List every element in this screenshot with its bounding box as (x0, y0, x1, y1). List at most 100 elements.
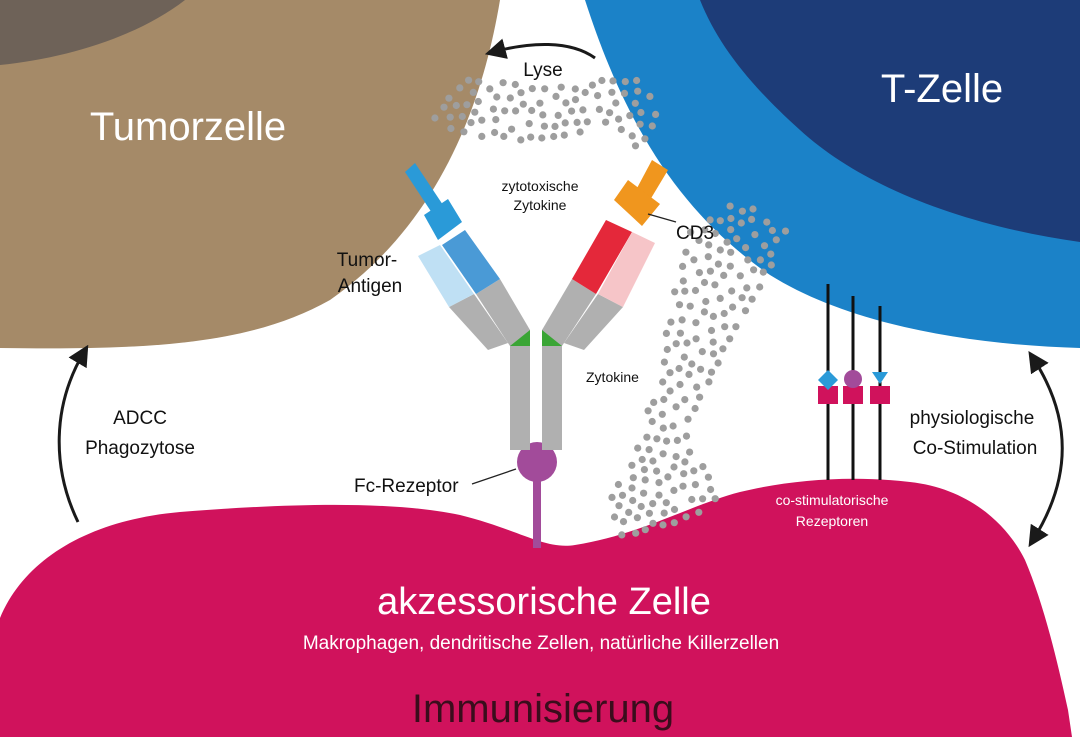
receptor-2 (843, 386, 863, 404)
cytokine-dot (615, 115, 623, 123)
cytokine-dot (554, 111, 562, 119)
cytokine-dot (645, 509, 654, 517)
cytokine-dot (634, 87, 642, 95)
cytokine-dot (767, 261, 775, 269)
cytokine-dot (688, 360, 696, 368)
cd3-receptor (614, 160, 668, 226)
cytokine-dot (640, 489, 648, 497)
cytokine-dot (714, 359, 722, 367)
cytokine-dot (691, 481, 700, 489)
cytokine-dot (660, 358, 669, 366)
tumor-cell-dark-region (0, 0, 185, 65)
cytokine-dot (751, 231, 759, 239)
cytokine-dot (489, 105, 497, 113)
cytokine-dot (737, 219, 745, 227)
cd3-label: CD3 (676, 223, 714, 244)
cytokine-dot (726, 202, 734, 210)
cytokine-dot (492, 116, 500, 124)
co-stimulatory-receptors-label-line1: co-stimulatorische (776, 492, 889, 508)
tumor-antigen-label-line1: Tumor- (337, 250, 398, 271)
receptor-3 (870, 386, 890, 404)
cytokine-dot (649, 519, 657, 527)
cytokine-dot (551, 122, 559, 130)
cytokine-dot (688, 495, 696, 504)
cytokine-dot (756, 283, 764, 291)
cytokine-dot (772, 236, 780, 244)
cytokine-dot (767, 250, 775, 258)
cytokine-dot (612, 99, 620, 107)
co-stimulation-arrow (1028, 350, 1064, 548)
cytokine-dot (617, 125, 625, 134)
cytokine-dot (643, 433, 651, 441)
cytokine-dot (716, 246, 724, 254)
cytokine-dot (721, 323, 729, 331)
left-light-chain-variable (418, 245, 474, 307)
immunization-title: Immunisierung (412, 687, 674, 731)
cytokine-dot (637, 108, 645, 117)
cytokine-dot (478, 116, 486, 124)
cytokine-dot (659, 450, 667, 458)
cytokine-dot (440, 103, 448, 111)
cytokine-dot (445, 94, 453, 102)
cytokine-dot (700, 278, 709, 287)
cytokine-dot (568, 107, 576, 115)
cytokine-dot (682, 432, 691, 440)
cytokine-dot (692, 319, 700, 327)
cytokine-dot (671, 288, 679, 296)
cytokine-dot (704, 473, 713, 481)
cytokine-dot (631, 99, 639, 107)
cytokine-dot (636, 120, 644, 128)
cytokine-dot (756, 256, 765, 264)
cytokine-dot (460, 128, 468, 136)
cytokine-dot (628, 461, 636, 469)
cytokine-dot (709, 338, 717, 346)
cytokine-dot (645, 446, 653, 454)
cd3-leader-line (647, 213, 677, 223)
cytokine-dot (511, 80, 519, 89)
cytokine-dot (628, 132, 636, 140)
t-cell-label: T-Zelle (881, 67, 1003, 111)
cytokine-dot (699, 495, 707, 503)
cytokine-dot (644, 407, 652, 415)
cytokine-dot (727, 248, 735, 256)
cytokine-dot (691, 404, 699, 413)
cytokine-dot (467, 119, 475, 127)
cytokine-dot (493, 93, 501, 101)
cytokine-dot (576, 128, 584, 136)
cytokine-dot (679, 277, 687, 285)
cytokine-dot (670, 505, 679, 514)
cytokine-dot (621, 78, 629, 86)
cytokine-dot (763, 218, 771, 226)
cytokine-dot (491, 128, 499, 137)
adcc-label-line1: ADCC (113, 408, 167, 429)
cytokine-dot (655, 491, 663, 499)
cytotoxic-cytokine-dots (431, 76, 660, 150)
cytokine-dot (666, 369, 674, 377)
cytokine-dot (680, 470, 688, 478)
cytokine-dot (704, 253, 712, 261)
cytokine-dot (633, 76, 641, 85)
fc-receptor (517, 442, 557, 548)
left-light-chain-constant (449, 294, 508, 350)
cytokine-dot (583, 118, 591, 126)
cytokine-dot (690, 467, 698, 475)
cytokine-dot (716, 217, 724, 225)
cytokine-dot (594, 92, 602, 100)
cytokine-dot (738, 294, 746, 302)
cytokine-dot (676, 380, 684, 389)
receptor-3-ligand (872, 372, 888, 384)
left-heavy-chain-constant (476, 279, 530, 346)
cytokine-dot (714, 260, 723, 268)
cytokine-dot (667, 318, 675, 326)
cytokine-dot (696, 393, 704, 401)
cytokine-dot (672, 453, 680, 461)
cytokine-dot (560, 131, 568, 139)
cytokine-dot (702, 297, 710, 306)
cytokine-dot (552, 92, 560, 100)
cytokine-dot (760, 242, 769, 250)
bispecific-antibody (418, 220, 655, 450)
cytokine-dot (640, 466, 649, 474)
cytokine-dot (781, 227, 790, 235)
